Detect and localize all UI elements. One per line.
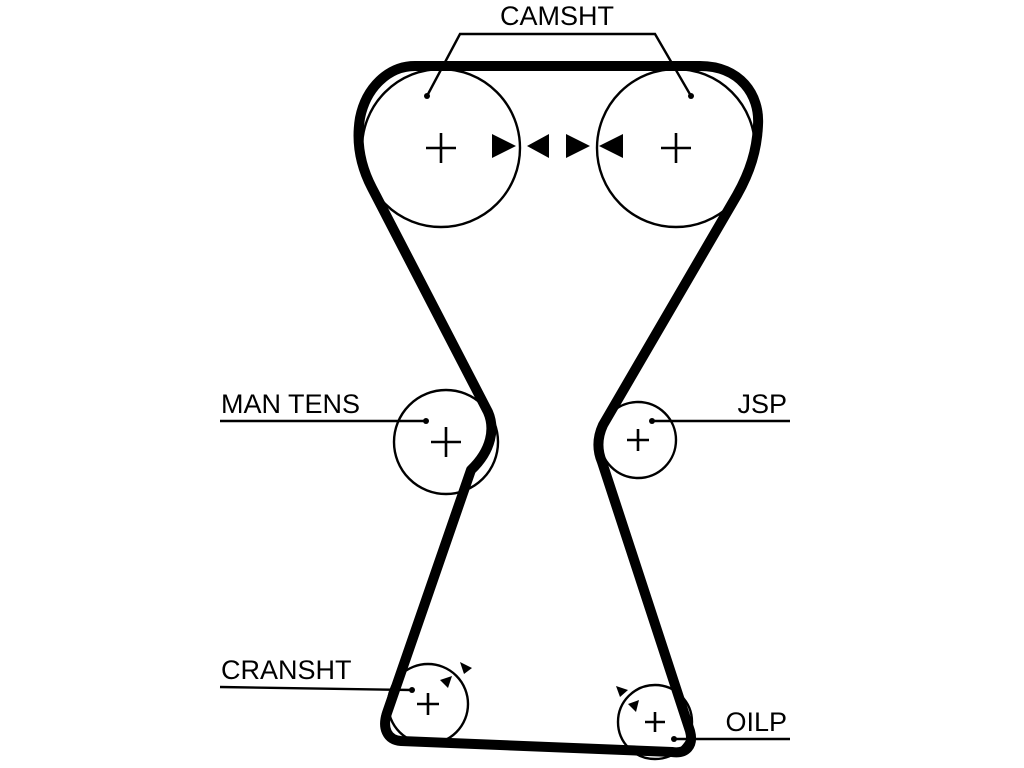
camshaft-label: CAMSHT (500, 1, 614, 31)
right-camshaft-pulley (595, 67, 757, 229)
oil-pump-timing-mark (616, 686, 639, 712)
jsp-label: JSP (737, 389, 787, 419)
manual-tensioner-label: MAN TENS (221, 389, 360, 419)
crankshaft-timing-mark (440, 662, 472, 688)
cam-timing-marks (492, 134, 623, 158)
crankshaft-label: CRANSHT (221, 655, 352, 685)
timing-belt (353, 61, 764, 758)
crankshaft-leader (219, 685, 413, 692)
camshaft-leader (425, 32, 693, 97)
oil-pump-label: OILP (725, 707, 787, 737)
